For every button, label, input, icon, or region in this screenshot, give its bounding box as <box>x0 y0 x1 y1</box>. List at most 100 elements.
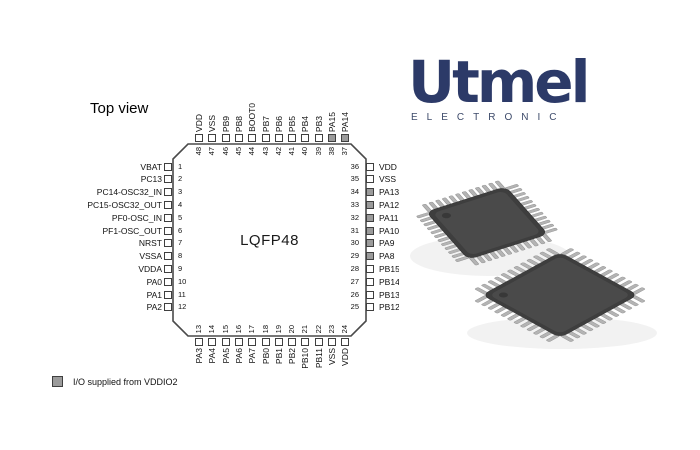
pin-label: NRST <box>138 238 162 249</box>
pin-square <box>208 338 217 346</box>
pin-label: BOOT0 <box>247 103 258 132</box>
pin-number: 48 <box>194 147 203 156</box>
pin-label: VSS <box>207 114 218 132</box>
pin-number: 5 <box>178 212 183 222</box>
pin-square <box>164 252 172 261</box>
pin-label: PB7 <box>260 115 271 132</box>
pin-label: PB11 <box>313 348 324 369</box>
pin1-marker <box>441 212 451 219</box>
pin-label: PB10 <box>300 348 311 369</box>
pin-square <box>288 338 297 346</box>
pin-label: PB12 <box>379 302 399 313</box>
pin-number: 33 <box>350 199 359 209</box>
pin-label: PB5 <box>287 115 298 132</box>
pin-label: VSS <box>327 348 337 366</box>
pin-square <box>164 290 172 299</box>
pin-label: PB3 <box>313 115 324 132</box>
pin-label: PB0 <box>260 348 271 365</box>
pin-label: PA9 <box>379 238 395 249</box>
pin-label: PA15 <box>327 111 337 132</box>
pin-number: 40 <box>300 147 310 156</box>
chip-photo-back <box>416 180 558 266</box>
utmel-logo: Utmel ELECTRONIC <box>408 48 590 123</box>
pin-label: PB6 <box>273 115 284 132</box>
pin-square <box>261 338 270 346</box>
pin-square <box>301 134 310 142</box>
pin-square <box>195 338 203 346</box>
pin-number: 7 <box>178 238 183 248</box>
pin-square <box>341 134 350 142</box>
pin-label: PA0 <box>146 276 162 287</box>
pin-number: 28 <box>350 263 359 273</box>
pin-square <box>366 290 374 299</box>
pin-number: 18 <box>260 324 270 333</box>
logo-wordmark: Utmel <box>408 48 590 116</box>
pin-label: PA5 <box>220 348 231 364</box>
lqfp48-body-outline <box>172 143 367 337</box>
pin-square <box>248 134 257 142</box>
pin-square <box>366 226 374 235</box>
pin-square <box>314 134 323 142</box>
pin-number: 47 <box>207 147 217 156</box>
pin-square <box>341 338 350 346</box>
pin-square <box>221 338 230 346</box>
pin-square <box>261 134 270 142</box>
pin-label: VBAT <box>140 161 162 172</box>
pin-square <box>164 264 172 273</box>
pin-square <box>164 277 172 286</box>
pin-square <box>366 213 374 222</box>
pin-label: PC15-OSC32_OUT <box>87 199 162 210</box>
pin-label: PB13 <box>379 289 399 300</box>
package-label: LQFP48 <box>240 232 299 249</box>
pin-number: 12 <box>178 302 187 312</box>
qfp-chips-photo <box>410 180 657 349</box>
pin-square <box>164 226 172 235</box>
pin-square <box>164 162 172 171</box>
pin-number: 39 <box>313 147 323 156</box>
pin-label: PA7 <box>247 348 258 364</box>
pin-number: 44 <box>247 147 257 156</box>
pin-number: 24 <box>340 324 350 333</box>
pin-square <box>366 264 374 273</box>
pin-label: PA6 <box>233 348 244 364</box>
pin-label: VDD <box>340 348 351 366</box>
pin-number: 41 <box>287 147 297 156</box>
pin-number: 10 <box>178 276 187 286</box>
pin-square <box>366 188 374 197</box>
pin-number: 37 <box>340 147 350 156</box>
pin-square <box>366 303 374 312</box>
pin-square <box>288 134 297 142</box>
pin-number: 21 <box>300 324 310 333</box>
pin-number: 20 <box>287 324 297 333</box>
pin-number: 45 <box>233 147 243 156</box>
pin-label: PA4 <box>207 348 218 364</box>
pin-label: VDD <box>194 114 204 132</box>
pin-square <box>164 239 172 248</box>
pin-label: PA11 <box>379 212 399 223</box>
pin-label: PA10 <box>379 225 399 236</box>
page-title: Top view <box>90 100 149 117</box>
pin-number: 2 <box>178 174 183 184</box>
pin-square <box>164 200 172 209</box>
legend-label: I/O supplied from VDDIO2 <box>73 377 178 387</box>
pin-label: VDDA <box>138 263 162 274</box>
pin-number: 14 <box>207 324 217 333</box>
pin-square <box>366 162 374 171</box>
pin-label: PA8 <box>379 251 395 262</box>
chip-part <box>492 257 628 333</box>
pin-label: PC14-OSC32_IN <box>96 187 162 198</box>
pin-number: 36 <box>350 161 359 171</box>
pin-square <box>234 134 243 142</box>
pin-square <box>274 134 283 142</box>
pin-square <box>248 338 257 346</box>
pin-number: 25 <box>350 302 359 312</box>
pin-number: 34 <box>350 187 359 197</box>
pin-label: VSSA <box>139 251 162 262</box>
pin-label: PF0-OSC_IN <box>111 212 162 223</box>
pin-square <box>314 338 323 346</box>
pin-number: 30 <box>350 238 359 248</box>
pin-label: PC13 <box>140 174 162 185</box>
legend-vddio2-swatch <box>52 376 63 387</box>
